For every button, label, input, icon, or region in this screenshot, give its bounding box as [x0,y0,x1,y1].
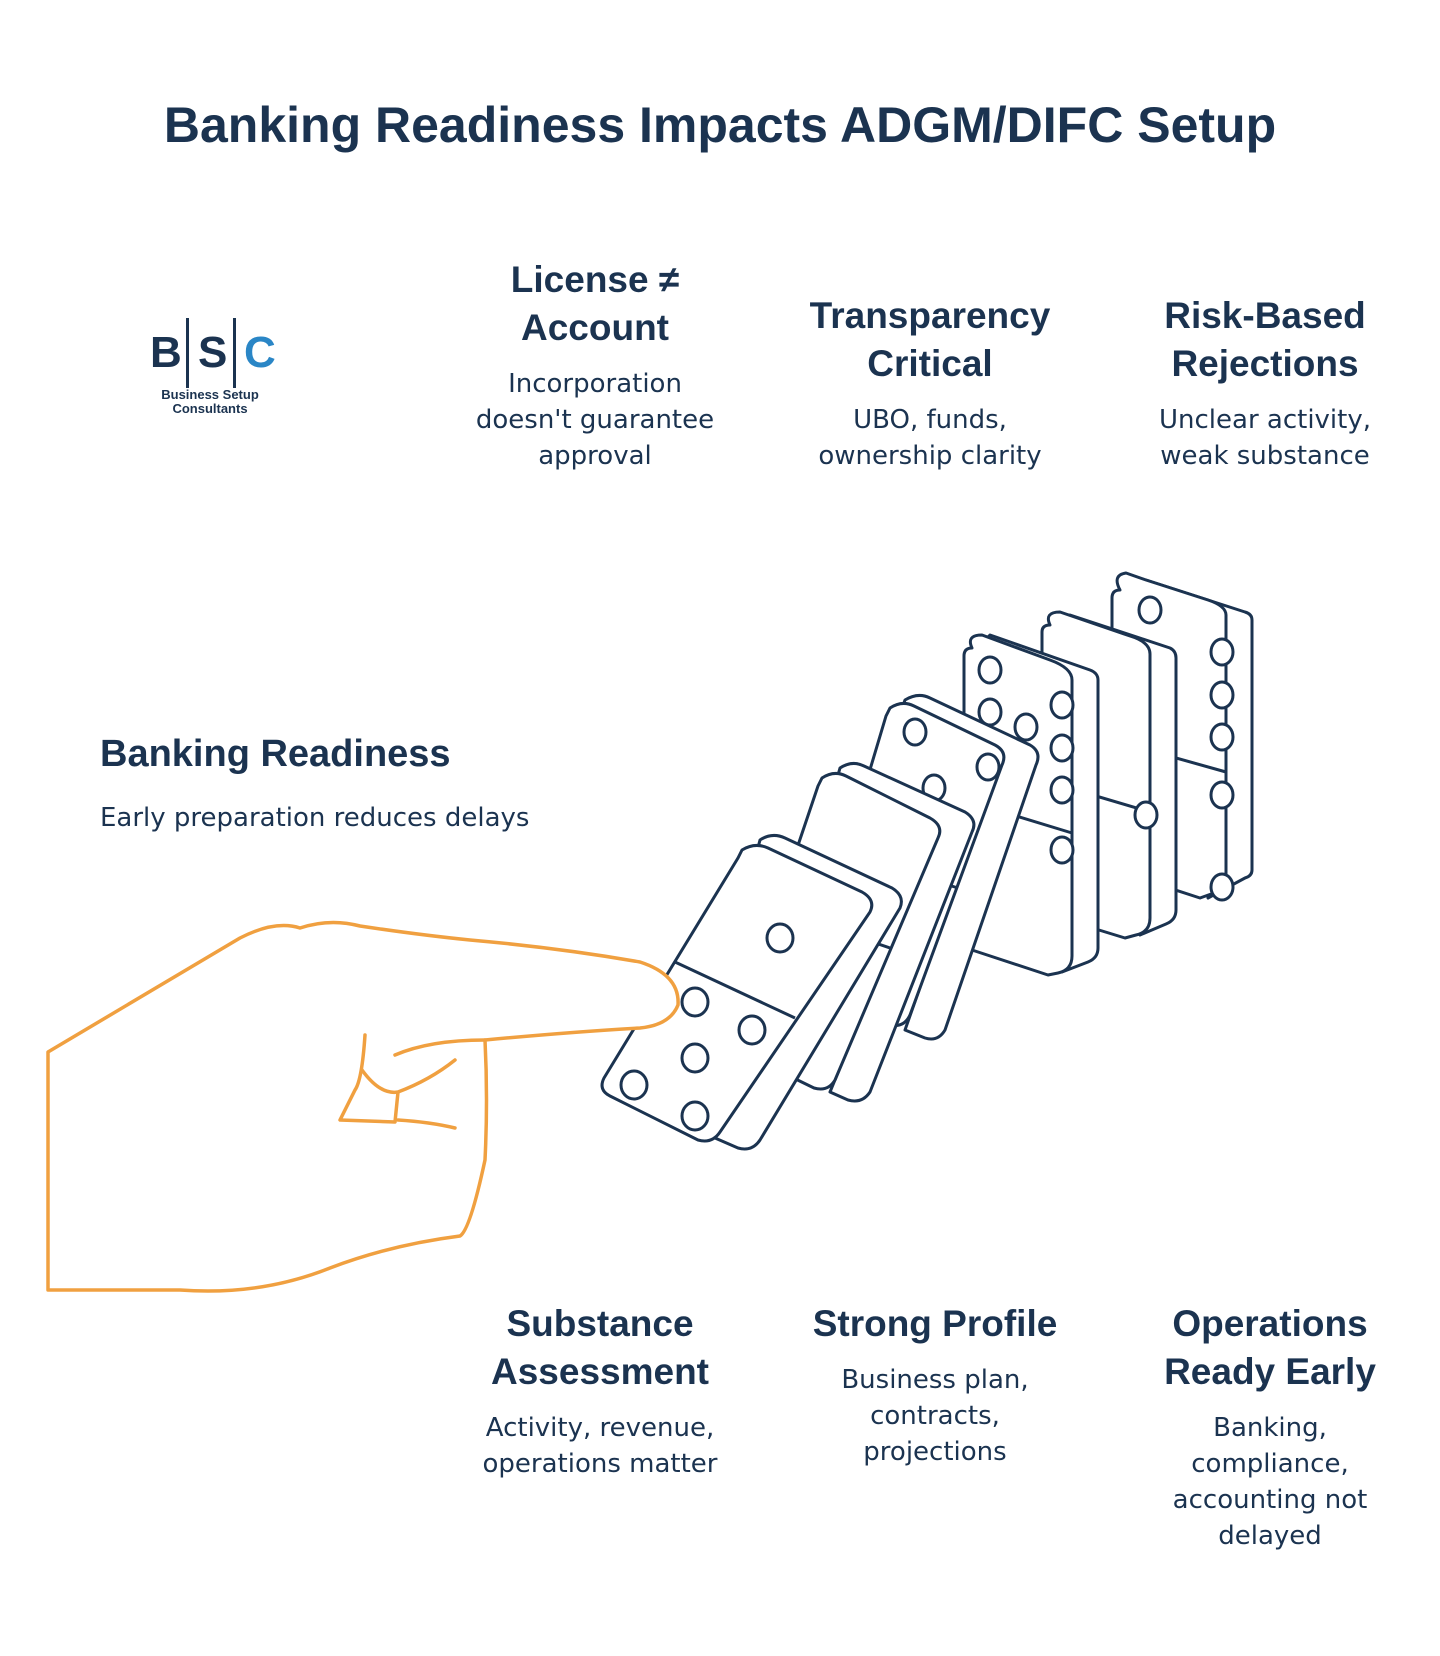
item-title: Operations Ready Early [1115,1300,1425,1396]
item-description-line: contracts, [870,1401,1000,1431]
item-description: Unclear activity, weak substance [1115,402,1415,474]
item-title-line: Assessment [490,1351,709,1392]
item-description-line: Business plan, [841,1365,1029,1395]
item-description: UBO, funds, ownership clarity [780,402,1080,474]
item-title-line: Substance [506,1303,694,1344]
item-description: Incorporation doesn't guarantee approval [445,366,745,474]
substance-assessment-item: Substance Assessment Activity, revenue, … [450,1300,750,1482]
item-title: Banking Readiness [100,733,451,775]
item-description: Activity, revenue, operations matter [450,1410,750,1482]
item-description-line: doesn't guarantee [475,405,715,435]
item-title: Strong Profile [812,1303,1058,1344]
item-title: Risk-Based Rejections [1115,292,1415,388]
item-title-line: Rejections [1171,343,1359,384]
logo-divider [186,318,189,388]
operations-ready-early-item: Operations Ready Early Banking, complian… [1115,1300,1425,1554]
item-title-line: Operations [1172,1303,1368,1344]
page-title: Banking Readiness Impacts ADGM/DIFC Setu… [163,97,1277,153]
item-title: Transparency Critical [780,292,1080,388]
item-description-line: Activity, revenue, [485,1413,715,1443]
pointing-hand-icon [46,920,680,1293]
item-description: Business plan, contracts, projections [770,1362,1100,1470]
item-description-line: weak substance [1160,441,1370,471]
transparency-critical-item: Transparency Critical UBO, funds, owners… [780,292,1080,474]
item-description: Early preparation reduces delays [100,803,530,833]
item-title-line: License ≠ [510,259,680,300]
item-title-line: Critical [867,343,993,384]
logo-letter-c: C [244,328,276,377]
item-description-line: projections [863,1437,1007,1467]
item-description-line: ownership clarity [818,441,1042,471]
bsc-logo: B S C Business Setup Consultants [140,318,290,428]
item-title-line: Account [521,307,669,348]
license-account-item: License ≠ Account Incorporation doesn't … [445,256,745,474]
strong-profile-item: Strong Profile Business plan, contracts,… [770,1300,1100,1470]
item-title-line: Risk-Based [1164,295,1366,336]
logo-divider [233,318,236,388]
falling-dominoes-icon [600,571,1254,1151]
risk-based-rejections-item: Risk-Based Rejections Unclear activity, … [1115,292,1415,474]
logo-subtitle-line: Consultants [172,401,248,416]
item-description-line: accounting not [1172,1485,1368,1515]
item-description: Banking, compliance, accounting not dela… [1115,1410,1425,1554]
item-title: License ≠ Account [445,256,745,352]
item-description-line: delayed [1218,1521,1322,1551]
item-description-line: UBO, funds, [853,405,1007,435]
banking-readiness-item: Banking Readiness Early preparation redu… [100,730,529,836]
item-description-line: compliance, [1191,1449,1349,1479]
logo-subtitle: Business Setup Consultants [140,388,280,416]
item-description-line: operations matter [482,1449,718,1479]
logo-letter-s: S [198,328,228,377]
item-description-line: approval [538,441,652,471]
logo-letter-b: B [150,328,182,377]
item-title: Substance Assessment [450,1300,750,1396]
item-description-line: Incorporation [508,369,682,399]
item-title-line: Transparency [809,295,1051,336]
item-title-line: Ready Early [1164,1351,1376,1392]
logo-subtitle-line: Business Setup [161,387,259,402]
item-description-line: Unclear activity, [1158,405,1371,435]
item-description-line: Banking, [1213,1413,1327,1443]
